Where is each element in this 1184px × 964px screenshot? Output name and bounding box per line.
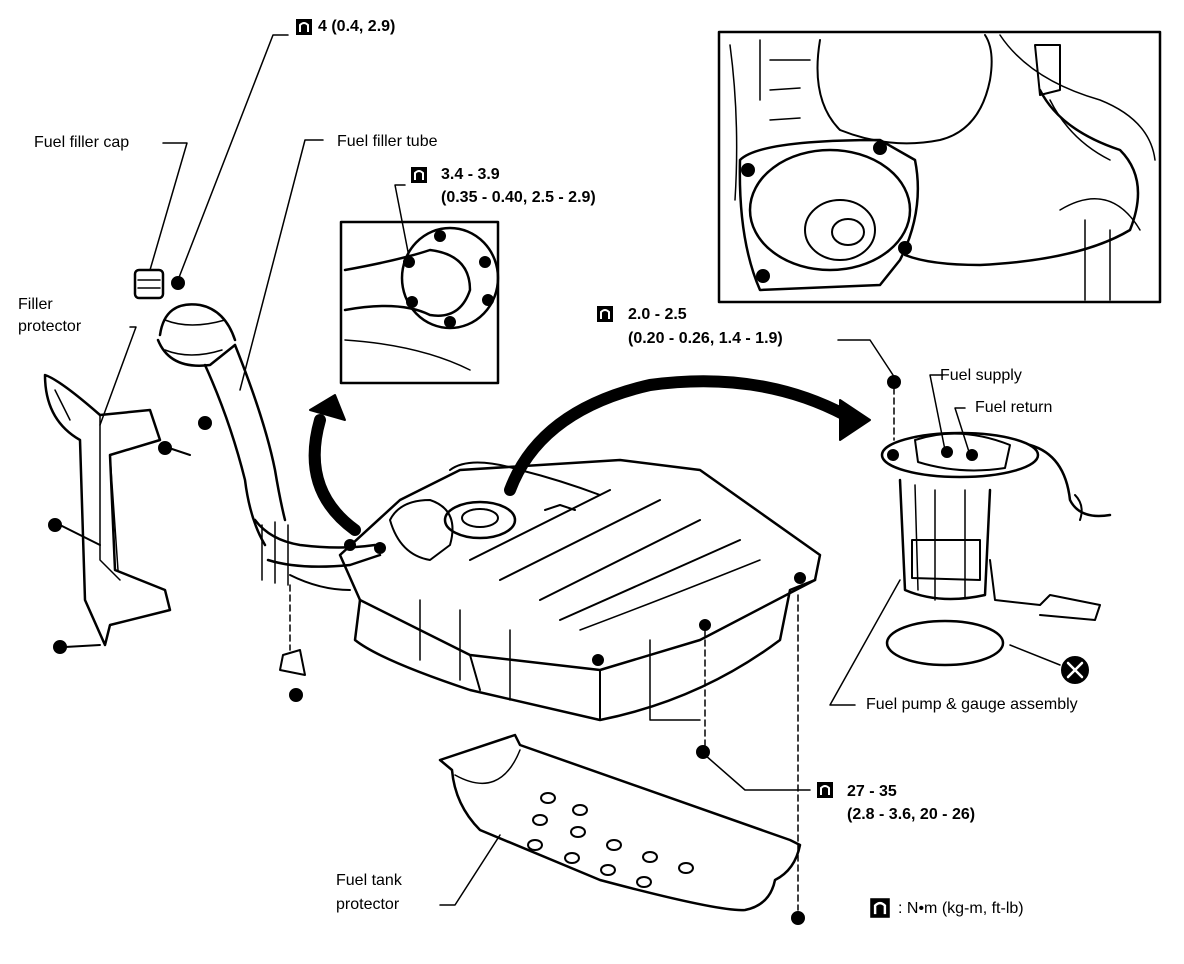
torque-wrench-icon <box>869 897 891 919</box>
fuel-filler-cap-part <box>133 268 185 300</box>
torque-tank-bolt-value-line2: (2.8 - 3.6, 20 - 26) <box>847 806 976 823</box>
fuel-filler-cap-label: Fuel filler cap <box>34 134 130 151</box>
torque-cap-bolt-value: 4 (0.4, 2.9) <box>318 18 396 35</box>
torque-wrench-icon <box>410 166 428 184</box>
fuel-tank-protector-label-line2: protector <box>336 896 400 913</box>
torque-wrench-icon <box>816 781 834 799</box>
torque-filler-tube-value-line1: 3.4 - 3.9 <box>441 166 500 183</box>
fuel-tank-part <box>338 458 822 722</box>
fuel-filler-tube-part <box>156 303 382 702</box>
torque-pump-bolt-value-line2: (0.20 - 0.26, 1.4 - 1.9) <box>628 330 783 347</box>
filler-protector-label-line1: Filler <box>18 296 53 313</box>
inset-filler-flange-detail <box>339 220 500 385</box>
x-circle-icon <box>1061 656 1089 684</box>
fuel-return-label: Fuel return <box>975 399 1053 416</box>
leader-lines <box>99 34 1061 906</box>
fuel-tank-protector-part <box>438 594 805 925</box>
filler-protector-part <box>43 373 191 654</box>
inset-tank-top-detail <box>717 30 1162 304</box>
torque-wrench-icon <box>295 18 313 36</box>
fuel-supply-label: Fuel supply <box>940 367 1022 384</box>
torque-filler-tube-value-line2: (0.35 - 0.40, 2.5 - 2.9) <box>441 189 596 206</box>
torque-tank-bolt-value-line1: 27 - 35 <box>847 783 897 800</box>
torque-wrench-icon <box>596 305 614 323</box>
torque-pump-bolt-value-line1: 2.0 - 2.5 <box>628 306 687 323</box>
fuel-pump-gauge-label: Fuel pump & gauge assembly <box>866 696 1078 713</box>
fuel-filler-tube-label: Fuel filler tube <box>337 133 438 150</box>
fuel-pump-gauge-part <box>880 375 1112 667</box>
fuel-tank-protector-label-line1: Fuel tank <box>336 872 402 889</box>
filler-protector-label-line2: protector <box>18 318 82 335</box>
removal-arrows <box>308 375 871 536</box>
legend-units-label: : N•m (kg-m, ft-lb) <box>898 900 1024 917</box>
